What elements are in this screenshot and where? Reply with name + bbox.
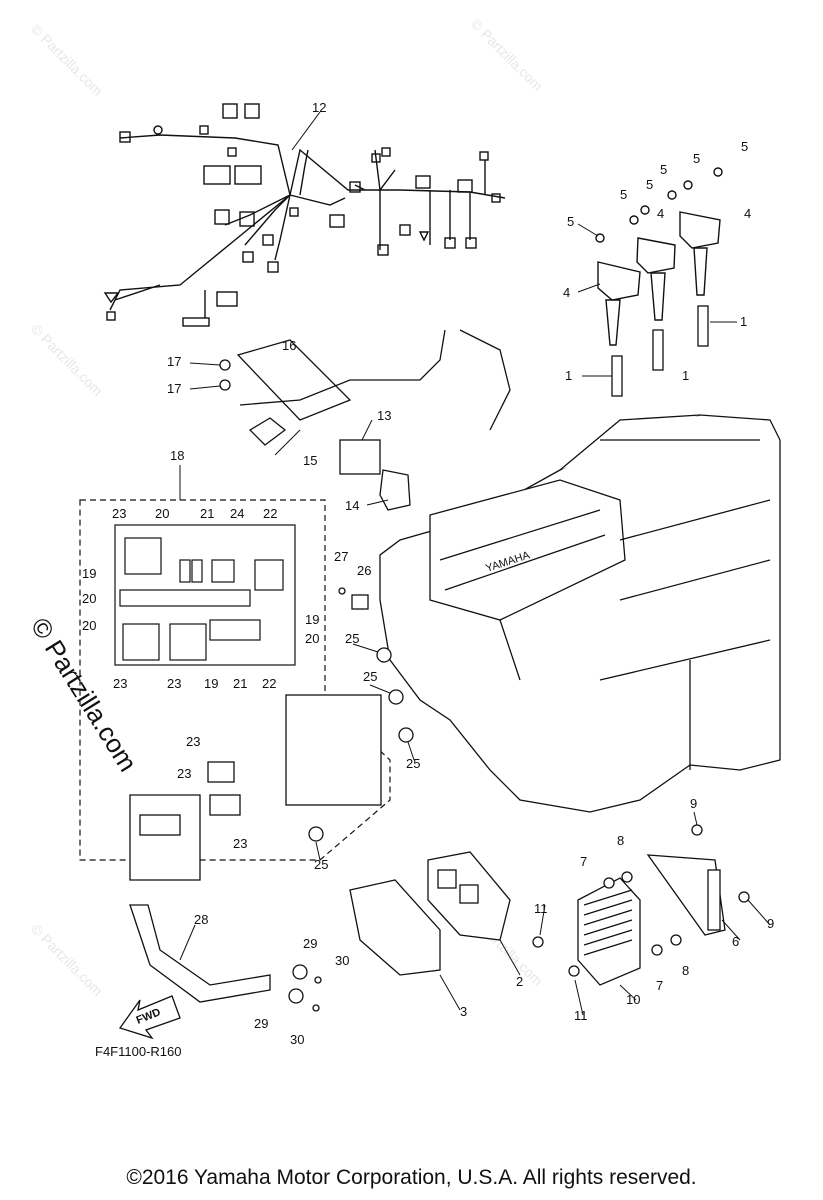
engine-block: YAMAHA [379,414,781,813]
callout-15: 15 [303,453,317,468]
callout-4: 4 [744,206,751,221]
figure-code: F4F1100-R160 [95,1044,181,1059]
callout-9: 9 [767,916,774,931]
rectifier-10 [532,824,750,986]
callout-5: 5 [620,187,627,202]
callout-8: 8 [682,963,689,978]
callout-20: 20 [82,618,96,633]
callout-24: 24 [230,506,244,521]
callout-19: 19 [204,676,218,691]
callout-5: 5 [660,162,667,177]
callout-17: 17 [167,354,181,369]
spark-plugs [611,305,709,397]
callout-5: 5 [567,214,574,229]
callout-5: 5 [741,139,748,154]
callout-23: 23 [186,734,200,749]
callout-11: 11 [534,901,548,916]
callout-1: 1 [682,368,689,383]
callout-3: 3 [460,1004,467,1019]
callout-4: 4 [657,206,664,221]
copyright-notice: ©2016 Yamaha Motor Corporation, U.S.A. A… [126,1166,697,1189]
callout-22: 22 [263,506,277,521]
callout-7: 7 [580,854,587,869]
callout-12: 12 [312,100,326,115]
callout-7: 7 [656,978,663,993]
parts-diagram: © Partzilla.com © Partzilla.com © Partzi… [25,16,781,1059]
callout-1: 1 [740,314,747,329]
callout-11: 11 [574,1008,588,1023]
callout-20: 20 [82,591,96,606]
callout-23: 23 [167,676,181,691]
callouts: 1 1 1 2 3 4 4 4 5 5 5 5 5 5 6 7 7 8 8 9 … [82,100,774,1047]
watermark: © Partzilla.com [468,16,546,94]
ignition-coils [595,167,723,346]
callout-30: 30 [290,1032,304,1047]
callout-27: 27 [334,549,348,564]
grommets-25 [308,587,414,842]
callout-26: 26 [357,563,371,578]
callout-5: 5 [646,177,653,192]
callout-25: 25 [314,857,328,872]
leader-lines [179,111,771,1016]
ecu-and-cover [349,851,511,976]
callout-1: 1 [565,368,572,383]
callout-20: 20 [155,506,169,521]
fuse-box-18 [79,499,391,861]
callout-13: 13 [377,408,391,423]
callout-19: 19 [305,612,319,627]
relays [129,694,382,881]
callout-21: 21 [200,506,214,521]
callout-25: 25 [345,631,359,646]
callout-10: 10 [626,992,640,1007]
callout-6: 6 [732,934,739,949]
wire-harness-12 [103,103,506,327]
callout-5: 5 [693,151,700,166]
callout-22: 22 [262,676,276,691]
callout-29: 29 [303,936,317,951]
callout-19: 19 [82,566,96,581]
callout-23: 23 [233,836,247,851]
callout-17: 17 [167,381,181,396]
watermark: © Partzilla.com [28,321,106,399]
watermark: © Partzilla.com [28,921,106,999]
callout-25: 25 [363,669,377,684]
callout-20: 20 [305,631,319,646]
callout-16: 16 [282,338,296,353]
callout-23: 23 [113,676,127,691]
callout-4: 4 [563,285,570,300]
parts-13-17 [219,329,511,511]
callout-28: 28 [194,912,208,927]
callout-30: 30 [335,953,349,968]
callout-14: 14 [345,498,359,513]
bracket-28 [129,904,322,1012]
callout-21: 21 [233,676,247,691]
callout-18: 18 [170,448,184,463]
callout-23: 23 [112,506,126,521]
callout-29: 29 [254,1016,268,1031]
fwd-arrow: FWD [118,995,181,1040]
callout-2: 2 [516,974,523,989]
callout-23: 23 [177,766,191,781]
callout-8: 8 [617,833,624,848]
watermark: © Partzilla.com [28,21,106,99]
callout-9: 9 [690,796,697,811]
callout-25: 25 [406,756,420,771]
